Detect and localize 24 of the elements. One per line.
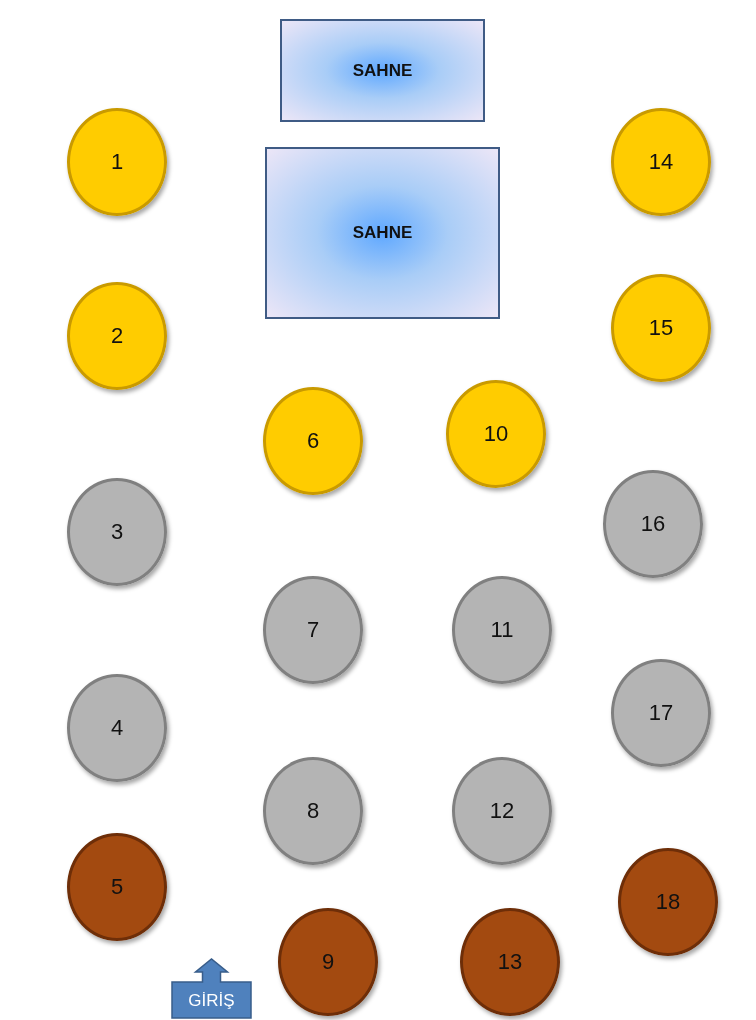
- table-label: 9: [321, 949, 335, 975]
- table-label: GİRİŞ: [188, 991, 235, 1011]
- table-label: 2: [110, 323, 124, 349]
- table-label: 8: [306, 798, 320, 824]
- table-label: 13: [497, 949, 523, 975]
- table-label: 17: [648, 700, 674, 726]
- table-label: 6: [306, 428, 320, 454]
- table-label: 16: [640, 511, 666, 537]
- table-label: 12: [489, 798, 515, 824]
- table-label: 5: [110, 874, 124, 900]
- stage-area: [265, 147, 500, 319]
- table-label: 11: [490, 617, 514, 643]
- table-label: 14: [648, 149, 674, 175]
- entrance-arrow-sign: [171, 958, 252, 1019]
- table-label: 1: [110, 149, 124, 175]
- table-label: 15: [648, 315, 674, 341]
- table-label: 10: [483, 421, 509, 447]
- table-label: SAHNE: [352, 60, 413, 81]
- table-label: SAHNE: [352, 223, 413, 243]
- table-label: 4: [110, 715, 124, 741]
- table-label: 7: [306, 617, 320, 643]
- table-label: 18: [655, 889, 681, 915]
- table-label: 3: [110, 519, 124, 545]
- stage-area: [280, 19, 485, 122]
